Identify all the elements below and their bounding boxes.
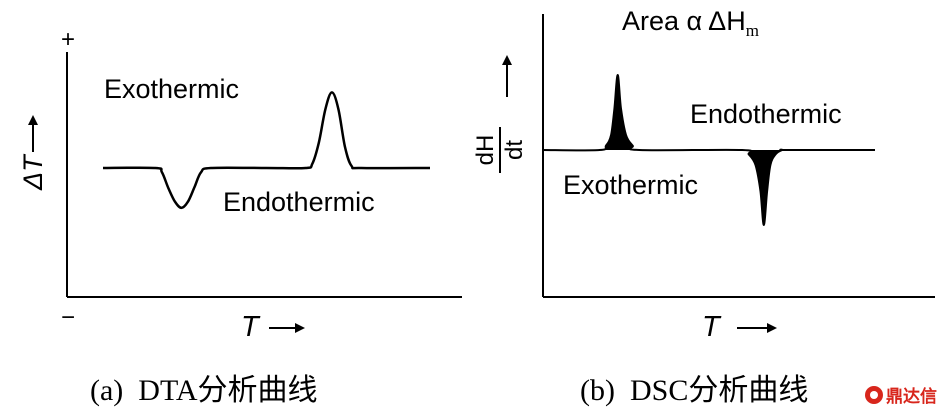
dsc-x-label: T bbox=[702, 311, 722, 343]
dsc-area-annotation: Area α ΔHm bbox=[622, 6, 759, 40]
dta-panel: + − ΔT T Exothermic Endothermic bbox=[18, 26, 462, 343]
watermark-logo-icon bbox=[865, 385, 883, 404]
dsc-exothermic-label: Exothermic bbox=[563, 170, 698, 200]
dta-exothermic-label: Exothermic bbox=[104, 74, 239, 104]
dsc-curve bbox=[542, 74, 875, 226]
dta-x-label: T bbox=[241, 311, 261, 343]
dta-caption: (a) DTA分析曲线 bbox=[90, 374, 318, 407]
dsc-y-label-num: dH bbox=[472, 135, 499, 166]
dsc-area-subscript: m bbox=[746, 21, 759, 40]
dta-y-label: ΔT bbox=[18, 153, 48, 191]
dta-endothermic-label: Endothermic bbox=[223, 187, 375, 217]
dsc-y-label-den: dt bbox=[501, 140, 528, 160]
dta-plus-sign: + bbox=[61, 26, 75, 53]
dsc-caption: (b) DSC分析曲线 bbox=[580, 374, 808, 407]
dta-y-label-group: ΔT bbox=[18, 115, 48, 191]
dsc-y-label-group: dH dt bbox=[472, 127, 528, 173]
watermark-text: 鼎达信 bbox=[886, 387, 937, 407]
dta-curve bbox=[102, 91, 431, 210]
dsc-endothermic-label: Endothermic bbox=[690, 99, 842, 129]
dsc-panel: Area α ΔHm dH dt T Endothermic Exothermi… bbox=[472, 6, 935, 343]
dta-minus-sign: − bbox=[61, 304, 75, 331]
dsc-area-text: Area α ΔH bbox=[622, 6, 746, 36]
watermark: 鼎达信 bbox=[865, 382, 937, 407]
